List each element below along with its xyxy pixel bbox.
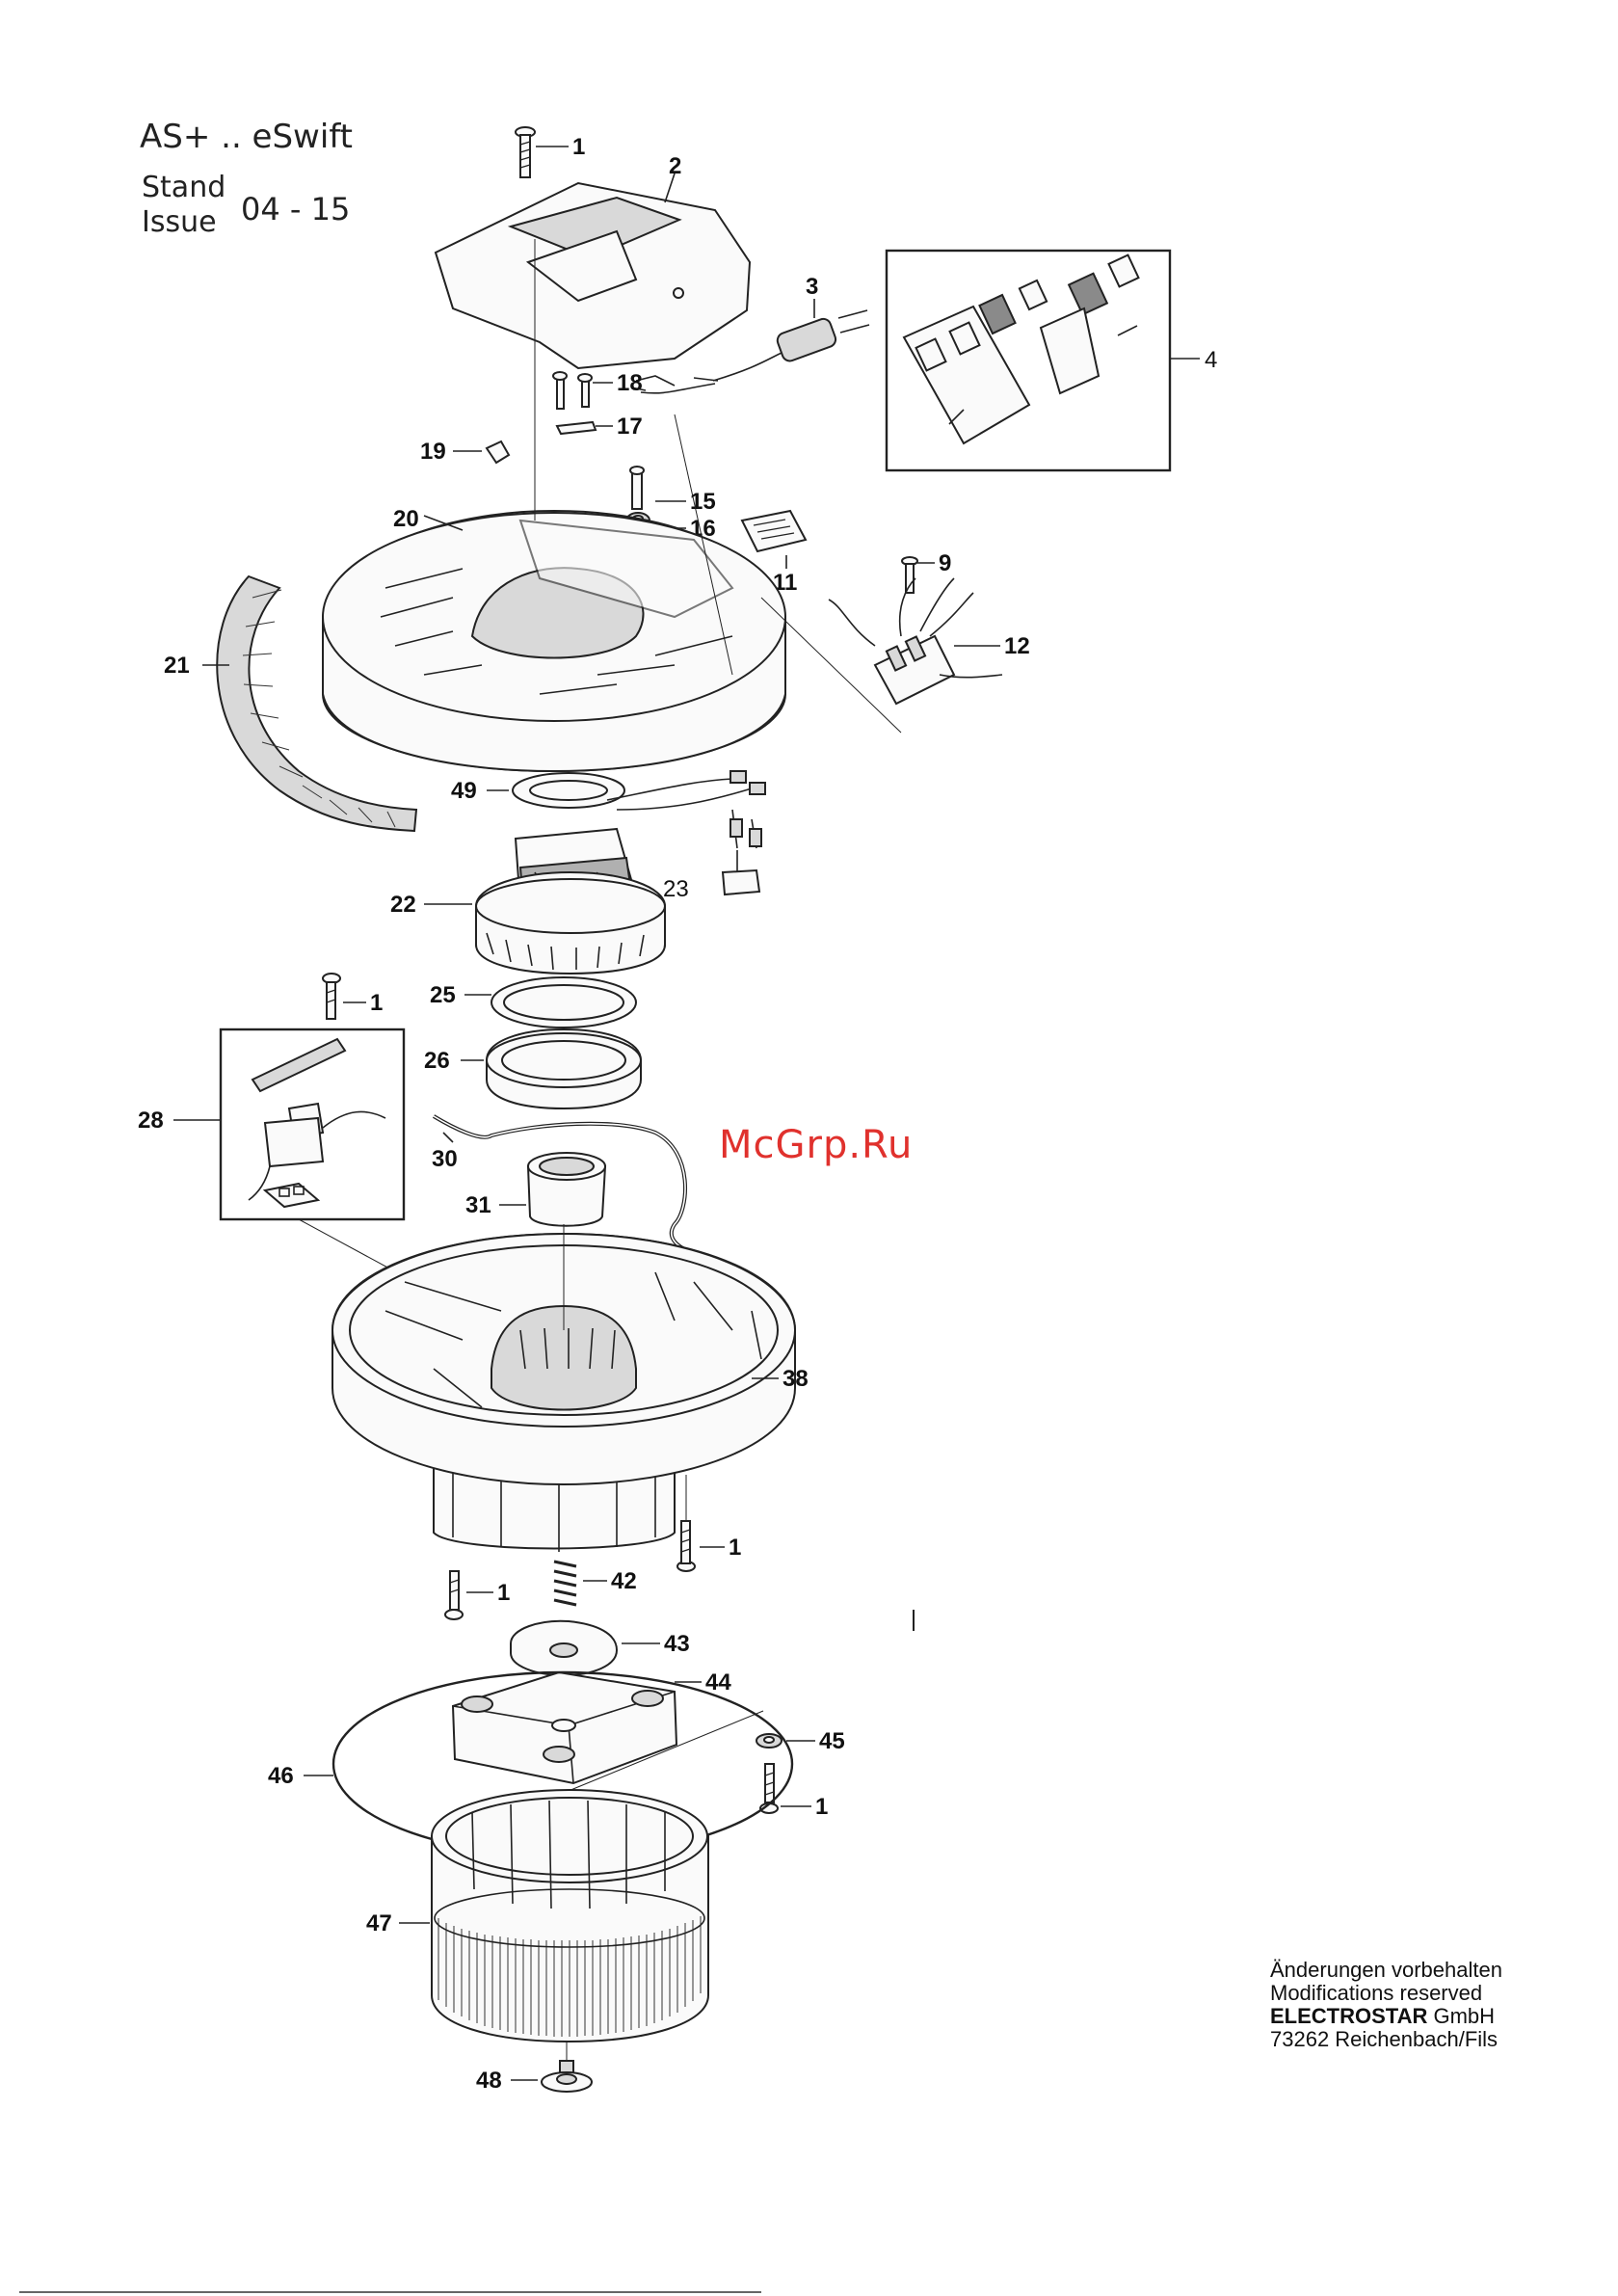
screw-part-1-left: 1 [323,974,383,1019]
callout-22: 22 [390,892,416,918]
footer-company: ELECTROSTAR GmbH [1270,2005,1502,2028]
callout-43: 43 [664,1631,690,1657]
screw-part-1-top: 1 [516,127,585,177]
footer-notice: Änderungen vorbehalten Modifications res… [1270,1959,1502,2051]
callout-1-lower-left: 1 [497,1580,510,1606]
footer-line-1: Änderungen vorbehalten [1270,1959,1502,1982]
callout-4: 4 [1205,347,1217,373]
ring-part-25: 25 [430,977,636,1028]
callout-1-top: 1 [572,134,585,160]
clamp-part-17: 17 [557,414,643,440]
screws-part-18: 18 [553,370,643,409]
callout-20: 20 [393,506,419,532]
callout-1-right: 1 [729,1535,741,1561]
callout-47: 47 [366,1910,392,1936]
screw-part-1-bottom: 1 [760,1764,828,1820]
callout-9: 9 [939,550,951,576]
callout-42: 42 [611,1568,637,1594]
callout-26: 26 [424,1048,450,1074]
clip-part-43: 43 [511,1621,690,1675]
screw-part-1-lower-left: 1 [445,1571,510,1619]
footer-address: 73262 Reichenbach/Fils [1270,2028,1502,2051]
callout-1-bottom: 1 [815,1794,828,1820]
callout-28: 28 [138,1108,164,1134]
callout-18: 18 [617,370,643,396]
base-housing-part-38: 38 [332,1224,809,1552]
callout-30: 30 [432,1146,458,1172]
carbon-brush-part-23: 23 [663,810,761,902]
spring-part-42: 42 [554,1562,637,1605]
screw-part-1-right: 1 [677,1475,741,1571]
callout-38: 38 [782,1366,809,1392]
knob-part-48: 48 [476,2042,592,2094]
callout-21: 21 [164,653,190,679]
callout-25: 25 [430,982,456,1008]
callout-48: 48 [476,2068,502,2094]
ring-part-49: 49 [451,773,624,808]
watermark: McGrp.Ru [719,1123,913,1167]
callout-44: 44 [705,1669,731,1695]
callout-2: 2 [669,153,681,179]
callout-49: 49 [451,778,477,804]
callout-1-left: 1 [370,990,383,1016]
terminal-block-part-12: 12 [829,578,1030,704]
switch-assembly-part-4: 4 [887,251,1217,470]
callout-23: 23 [663,876,689,902]
bracket-part-19: 19 [420,439,509,465]
cartridge-filter-part-47: 47 [366,1790,708,2042]
top-cover-part-2: 2 [436,153,750,368]
sleeve-part-31: 31 [465,1153,605,1226]
bolt-part-15: 15 [630,467,716,515]
callout-3: 3 [806,274,818,300]
callout-12: 12 [1004,633,1030,659]
capacitor-kit-part-28: 28 [138,1029,414,1282]
callout-19: 19 [420,439,446,465]
company-name: ELECTROSTAR [1270,2004,1427,2028]
ring-part-26: 26 [424,1029,641,1108]
callout-45: 45 [819,1728,845,1754]
company-suffix: GmbH [1427,2004,1495,2028]
callout-31: 31 [465,1192,491,1218]
callout-46: 46 [268,1763,294,1789]
footer-line-2: Modifications reserved [1270,1982,1502,2005]
callout-17: 17 [617,414,643,440]
